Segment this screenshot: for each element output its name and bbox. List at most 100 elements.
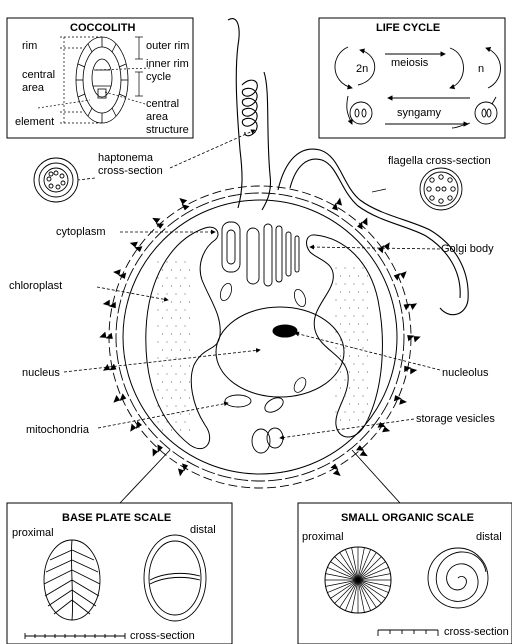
chloroplast-dot <box>184 421 185 422</box>
chloroplast-dot <box>162 349 163 350</box>
life-cycle-diploid-label: 2n <box>356 63 368 75</box>
chloroplast-dot <box>157 309 158 310</box>
chloroplast-dot <box>184 325 185 326</box>
chloroplast-dot <box>189 301 190 302</box>
chloroplast-dot <box>335 267 336 268</box>
chloroplast-dot <box>157 325 158 326</box>
chloroplast-dot <box>340 307 341 308</box>
chloroplast-dot <box>180 269 181 270</box>
chloroplast-dot <box>157 341 158 342</box>
chloroplast-label: chloroplast <box>9 280 62 292</box>
chloroplast-dot <box>166 373 167 374</box>
coccolith-element-label: element <box>15 116 54 128</box>
coccolith-title: COCCOLITH <box>70 22 135 34</box>
organic-scale-distal-label: distal <box>476 531 502 543</box>
chloroplast-dot <box>349 403 350 404</box>
chloroplast-dot <box>189 365 190 366</box>
chloroplast-dot <box>184 261 185 262</box>
life-cycle-syngamy-label: syngamy <box>397 107 441 119</box>
chloroplast-dot <box>184 341 185 342</box>
chloroplast-dot <box>358 355 359 356</box>
organic-scale-spoke <box>335 580 358 603</box>
coccolith-cas-label-1: central <box>146 98 179 110</box>
golgi-body-label: Golgi body <box>441 243 494 255</box>
chloroplast-dot <box>189 413 190 414</box>
chloroplast-dot <box>189 349 190 350</box>
chloroplast-dot <box>184 405 185 406</box>
chloroplast-dot <box>344 299 345 300</box>
chloroplast-dot <box>367 387 368 388</box>
chloroplast-dot <box>180 317 181 318</box>
chloroplast-dot <box>157 405 158 406</box>
chloroplast-dot <box>175 421 176 422</box>
chloroplast-dot <box>157 261 158 262</box>
chloroplast-dot <box>344 331 345 332</box>
chloroplast-dot <box>180 333 181 334</box>
cell-scale <box>332 198 342 211</box>
cell-scale <box>402 362 417 376</box>
chloroplast-dot <box>157 293 158 294</box>
chloroplast-dot <box>349 339 350 340</box>
chloroplast-dot <box>162 397 163 398</box>
chloroplast-dot <box>180 301 181 302</box>
chloroplast-dot <box>171 365 172 366</box>
chloroplast-dot <box>171 397 172 398</box>
chloroplast-dot <box>184 373 185 374</box>
chloroplast-dot <box>171 349 172 350</box>
chloroplast-dot <box>171 285 172 286</box>
haptonema <box>228 19 271 210</box>
chloroplast-dot <box>180 349 181 350</box>
chloroplast-dot <box>349 355 350 356</box>
chloroplast-dot <box>362 331 363 332</box>
chloroplast-dot <box>157 357 158 358</box>
chloroplast-dot <box>166 293 167 294</box>
chloroplast-dot <box>175 389 176 390</box>
chloroplast-dot <box>353 315 354 316</box>
chloroplast-dot <box>349 419 350 420</box>
chloroplast-dot <box>180 365 181 366</box>
organic-scale-cross-section-label: cross-section <box>444 626 509 638</box>
chloroplast-dot <box>353 283 354 284</box>
storage-vesicles <box>252 428 283 453</box>
chloroplast-dot <box>162 365 163 366</box>
chloroplast-dot <box>367 355 368 356</box>
nucleolus-label: nucleolus <box>442 367 488 379</box>
chloroplast-dot <box>175 293 176 294</box>
chloroplast-dot <box>166 421 167 422</box>
chloroplast-dot <box>166 325 167 326</box>
chloroplast-dot <box>362 363 363 364</box>
cell-scale <box>178 463 188 476</box>
cell-scales <box>98 196 421 477</box>
cell-scale <box>128 419 142 435</box>
cell-scale <box>113 269 127 280</box>
golgi-body <box>222 222 299 286</box>
nucleus-label: nucleus <box>22 367 60 379</box>
cell-scale <box>405 330 421 345</box>
coccolith-cas-label-3: structure <box>146 124 189 136</box>
chloroplast-dot <box>335 347 336 348</box>
organic-scale-distal-shape <box>428 548 488 608</box>
chloroplast-dot <box>162 381 163 382</box>
chloroplast-dot <box>175 373 176 374</box>
base-plate-proximal-label: proximal <box>12 527 54 539</box>
life-cycle-meiosis-label: meiosis <box>391 57 428 69</box>
chloroplast-dot <box>175 261 176 262</box>
organic-scale-proximal-label: proximal <box>302 531 344 543</box>
chloroplast-dot <box>353 331 354 332</box>
chloroplast-dot <box>175 405 176 406</box>
chloroplast-dot <box>344 347 345 348</box>
chloroplast-dot <box>166 389 167 390</box>
chloroplast-dot <box>353 299 354 300</box>
chloroplast-dot <box>162 301 163 302</box>
cytoplasm-vesicles <box>218 282 308 395</box>
chloroplast-dot <box>358 339 359 340</box>
chloroplast-dot <box>367 339 368 340</box>
chloroplast-dot <box>184 309 185 310</box>
chloroplast-dot <box>166 309 167 310</box>
chloroplast-dot <box>349 371 350 372</box>
chloroplast-dot <box>362 299 363 300</box>
chloroplast-dot <box>367 371 368 372</box>
base-plate-distal-label: distal <box>190 524 216 536</box>
chloroplast-dot <box>171 301 172 302</box>
